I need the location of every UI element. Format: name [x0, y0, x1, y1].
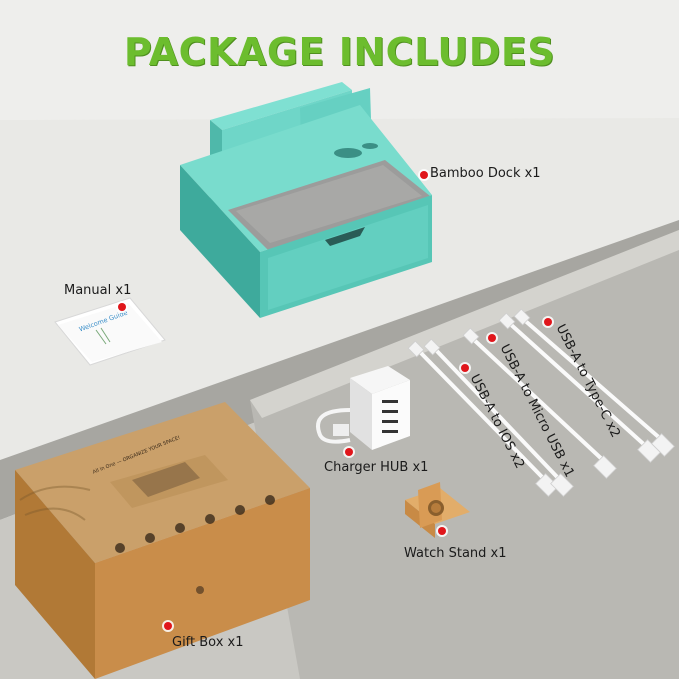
cable-platform: [250, 230, 679, 679]
cable-micro-marker: [488, 334, 496, 342]
label-watch-stand: Watch Stand x1: [404, 546, 507, 561]
dock-marker: [420, 171, 428, 179]
page-title: PACKAGE INCLUDES: [123, 30, 556, 74]
charger-marker: [345, 448, 353, 456]
label-charger-hub: Charger HUB x1: [324, 460, 429, 475]
label-manual: Manual x1: [64, 283, 132, 298]
manual-booklet: [54, 297, 166, 366]
cable-ios-marker: [461, 364, 469, 372]
label-gift-box: Gift Box x1: [172, 635, 244, 650]
watch-stand-marker: [438, 527, 446, 535]
gift-box: [15, 402, 310, 679]
cable-typec-marker: [544, 318, 552, 326]
gift-box-marker: [164, 622, 172, 630]
cable-plugs: [407, 308, 675, 497]
cable-platform-top: [250, 230, 679, 418]
watch-stand: [405, 482, 470, 538]
manual-marker: [118, 303, 126, 311]
label-bamboo-dock: Bamboo Dock x1: [430, 166, 541, 181]
charger-hub: [316, 366, 410, 450]
bamboo-dock: [180, 82, 432, 318]
cables: [416, 316, 664, 482]
